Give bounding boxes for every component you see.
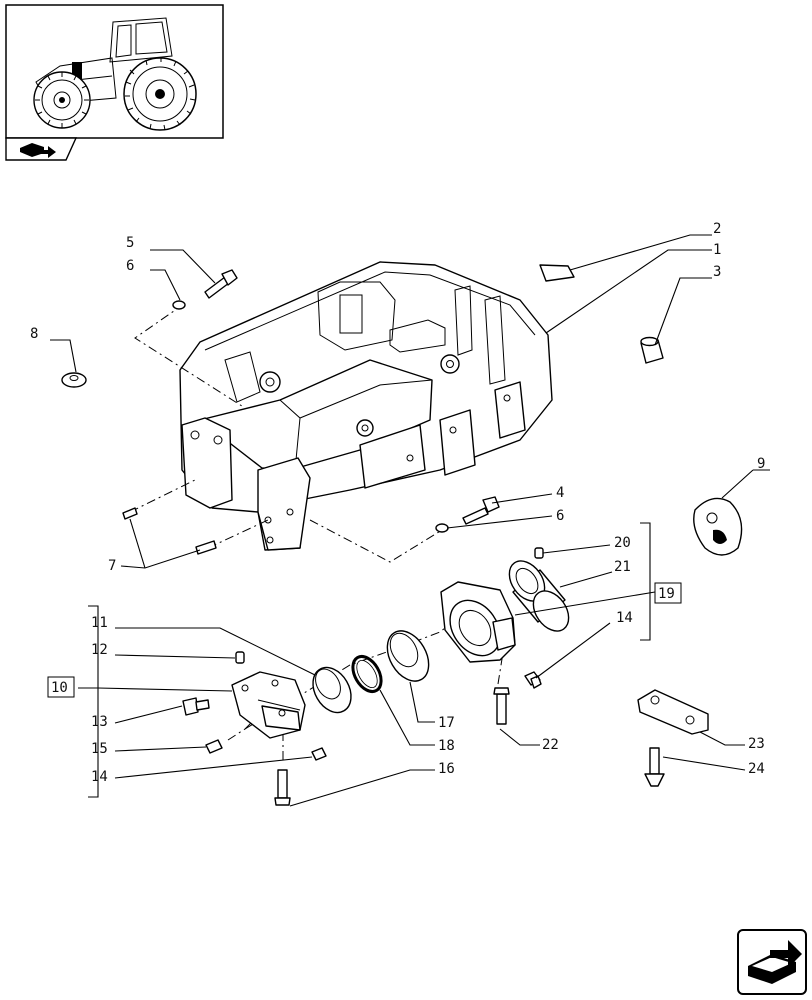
spacer-plate (693, 497, 743, 556)
dowel-pin (122, 507, 138, 520)
callout-10[interactable]: 10 (51, 680, 68, 696)
assembly-line (207, 519, 269, 549)
leader-lines (50, 234, 770, 807)
callout-4[interactable]: 4 (556, 485, 564, 501)
bushing-part (312, 666, 352, 714)
bolt-part (204, 269, 238, 299)
bolt-part (493, 687, 510, 725)
bolt-part (182, 697, 210, 716)
clamp-plate (637, 689, 709, 735)
callout-6-upper[interactable]: 6 (126, 258, 134, 274)
bushing-part (386, 630, 430, 682)
callout-8[interactable]: 8 (30, 326, 38, 342)
callout-19[interactable]: 19 (658, 586, 675, 602)
callout-18[interactable]: 18 (438, 738, 455, 754)
support-bracket (440, 581, 516, 663)
callout-11[interactable]: 11 (91, 615, 108, 631)
callout-12[interactable]: 12 (91, 642, 108, 658)
assembly-line (309, 519, 443, 563)
assembly-line (497, 639, 506, 685)
grease-nipple (311, 747, 327, 761)
callout-16[interactable]: 16 (438, 761, 455, 777)
callout-23[interactable]: 23 (748, 736, 765, 752)
nut-part (61, 372, 87, 388)
screw-part (644, 747, 665, 787)
next-page-arrow-icon[interactable] (737, 929, 807, 995)
pin-part (235, 651, 245, 664)
callout-1[interactable]: 1 (713, 242, 721, 258)
rear-axle-housing (179, 261, 553, 551)
callout-6-lower[interactable]: 6 (556, 508, 564, 524)
bracket-assembly (231, 671, 306, 739)
grease-nipple (205, 739, 223, 754)
tractor-thumbnail[interactable] (5, 4, 224, 139)
wedge-part (539, 264, 575, 282)
o-ring (351, 654, 383, 694)
washer-part (172, 300, 186, 310)
callout-13[interactable]: 13 (91, 714, 108, 730)
callout-24[interactable]: 24 (748, 761, 765, 777)
grease-nipple (524, 671, 542, 689)
dowel-pin (195, 540, 217, 555)
bolt-part (462, 496, 500, 525)
callout-7[interactable]: 7 (108, 558, 116, 574)
callout-3[interactable]: 3 (713, 264, 721, 280)
bolt-part (274, 769, 291, 806)
book-arrow-icon[interactable] (5, 137, 78, 161)
assembly-line (134, 303, 246, 409)
callout-22[interactable]: 22 (542, 737, 559, 753)
pin-part (534, 547, 544, 559)
callout-17[interactable]: 17 (438, 715, 455, 731)
callout-5[interactable]: 5 (126, 235, 134, 251)
callout-14-left[interactable]: 14 (91, 769, 108, 785)
callout-box-10 (47, 676, 75, 698)
callout-21[interactable]: 21 (614, 559, 631, 575)
assembly-line (129, 479, 196, 513)
callout-9[interactable]: 9 (757, 456, 765, 472)
washer-part (435, 523, 449, 533)
callout-14-right[interactable]: 14 (616, 610, 633, 626)
callout-2[interactable]: 2 (713, 221, 721, 237)
bushing-part (640, 336, 664, 364)
callout-20[interactable]: 20 (614, 535, 631, 551)
callout-15[interactable]: 15 (91, 741, 108, 757)
callout-box-19 (654, 582, 682, 604)
